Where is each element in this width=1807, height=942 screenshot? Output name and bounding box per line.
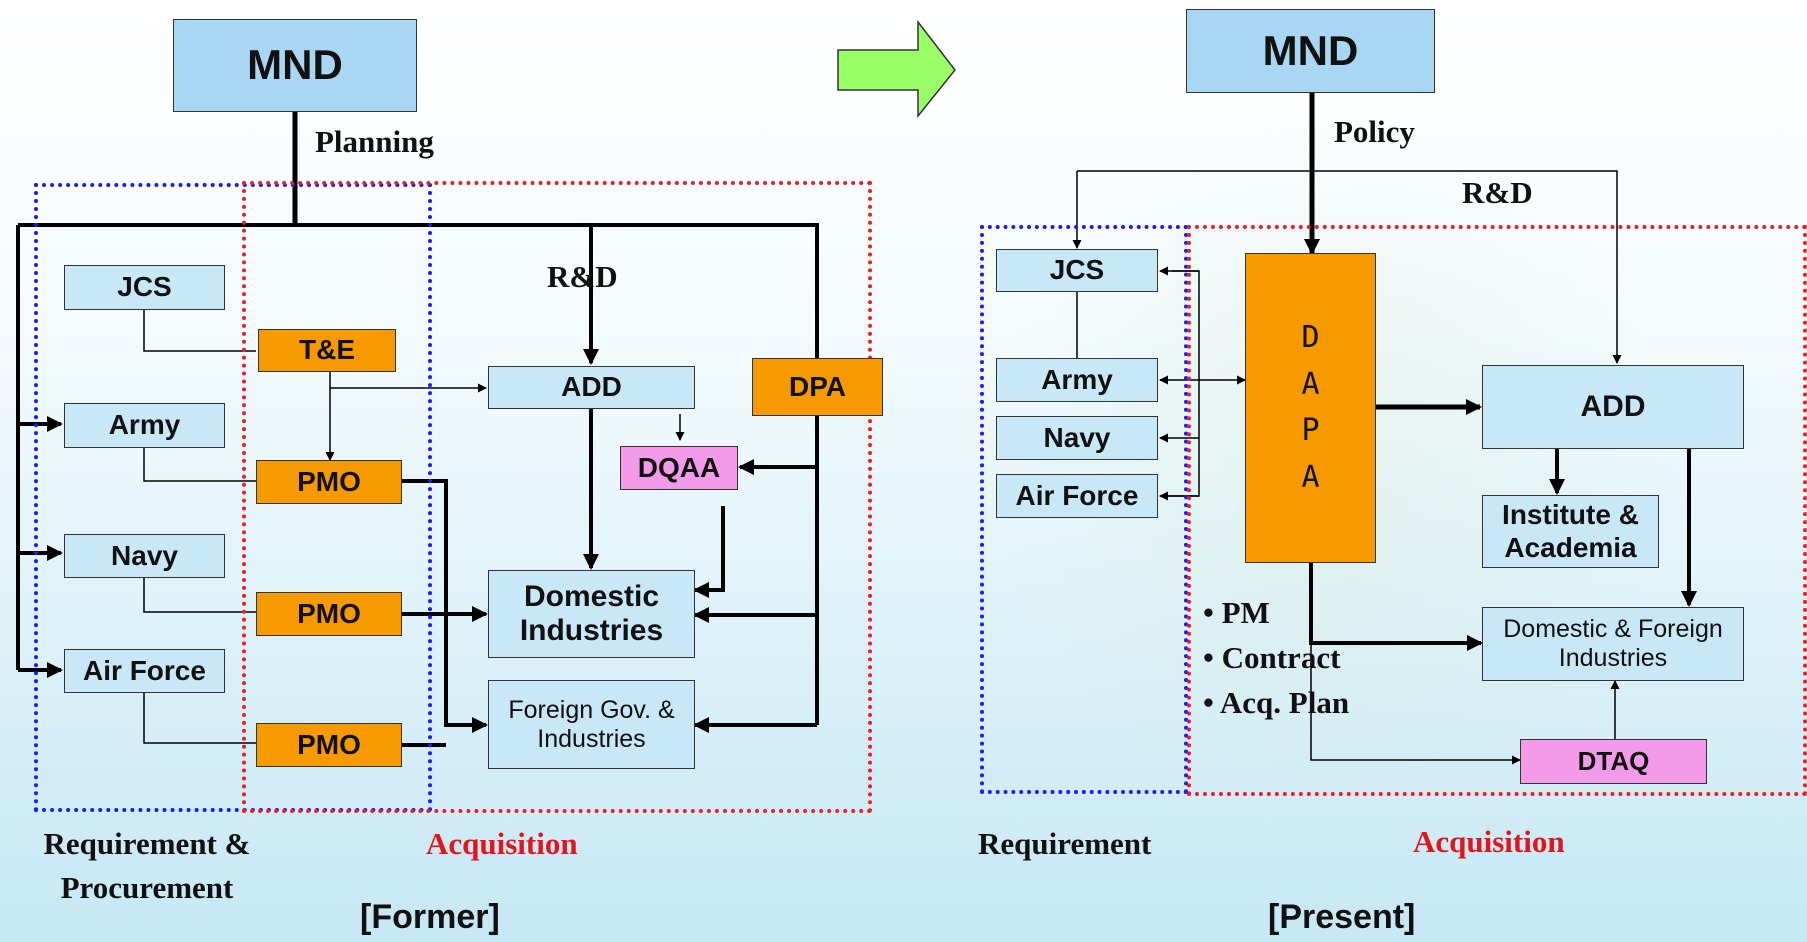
present-requirement-region	[980, 225, 1188, 794]
former-dpa-box: DPA	[752, 358, 883, 416]
bullet-pm: • PM	[1203, 595, 1270, 630]
bullet-contract: • Contract	[1203, 640, 1341, 675]
present-rd-label: R&D	[1462, 175, 1533, 210]
former-jcs-box: JCS	[64, 265, 225, 310]
former-foreign-gov-box: Foreign Gov. & Industries	[488, 680, 695, 769]
former-requirement-region	[34, 183, 432, 812]
former-acquisition-label: Acquisition	[426, 826, 578, 861]
dapa-letter-4: A	[1301, 459, 1320, 495]
present-jcs-box: JCS	[996, 249, 1158, 292]
present-caption: [Present]	[1268, 898, 1416, 936]
former-te-box: T&E	[258, 329, 396, 372]
present-mnd-box: MND	[1186, 9, 1435, 93]
bullet-acq-plan: • Acq. Plan	[1203, 685, 1350, 720]
present-dapa-functions: • PM • Contract • Acq. Plan	[1203, 590, 1349, 725]
dapa-letter-1: D	[1301, 320, 1320, 355]
former-rd-label: R&D	[547, 259, 618, 294]
present-domestic-foreign-box: Domestic & Foreign Industries	[1482, 607, 1744, 681]
former-navy-box: Navy	[64, 534, 225, 578]
dapa-letter-2: A	[1301, 366, 1320, 402]
present-institute-box: Institute & Academia	[1482, 495, 1659, 568]
former-army-box: Army	[64, 403, 225, 448]
present-army-box: Army	[996, 358, 1158, 402]
transition-arrow	[837, 19, 956, 119]
present-acquisition-region	[1187, 225, 1807, 796]
dapa-letter-3: P	[1301, 413, 1320, 448]
former-requirement-procurement-label: Requirement & Procurement	[43, 826, 251, 905]
present-dapa-box: D A P A	[1245, 253, 1376, 563]
former-caption: [Former]	[360, 898, 500, 936]
former-add-box: ADD	[488, 366, 695, 409]
former-domestic-industries-box: Domestic Industries	[488, 570, 695, 658]
former-mnd-box: MND	[173, 19, 417, 112]
present-add-box: ADD	[1482, 365, 1744, 449]
former-pmo-box-1: PMO	[256, 460, 402, 504]
former-acquisition-region	[242, 181, 872, 813]
former-planning-label: Planning	[315, 124, 434, 159]
present-navy-box: Navy	[996, 416, 1158, 460]
present-requirement-label: Requirement	[978, 826, 1152, 861]
present-policy-label: Policy	[1334, 114, 1415, 149]
former-pmo-box-3: PMO	[256, 723, 402, 767]
former-pmo-box-2: PMO	[256, 592, 402, 636]
present-acquisition-label: Acquisition	[1413, 824, 1565, 859]
present-dtaq-box: DTAQ	[1520, 739, 1707, 784]
former-air-force-box: Air Force	[64, 649, 225, 693]
present-air-force-box: Air Force	[996, 474, 1158, 518]
former-dqaa-box: DQAA	[620, 446, 738, 490]
